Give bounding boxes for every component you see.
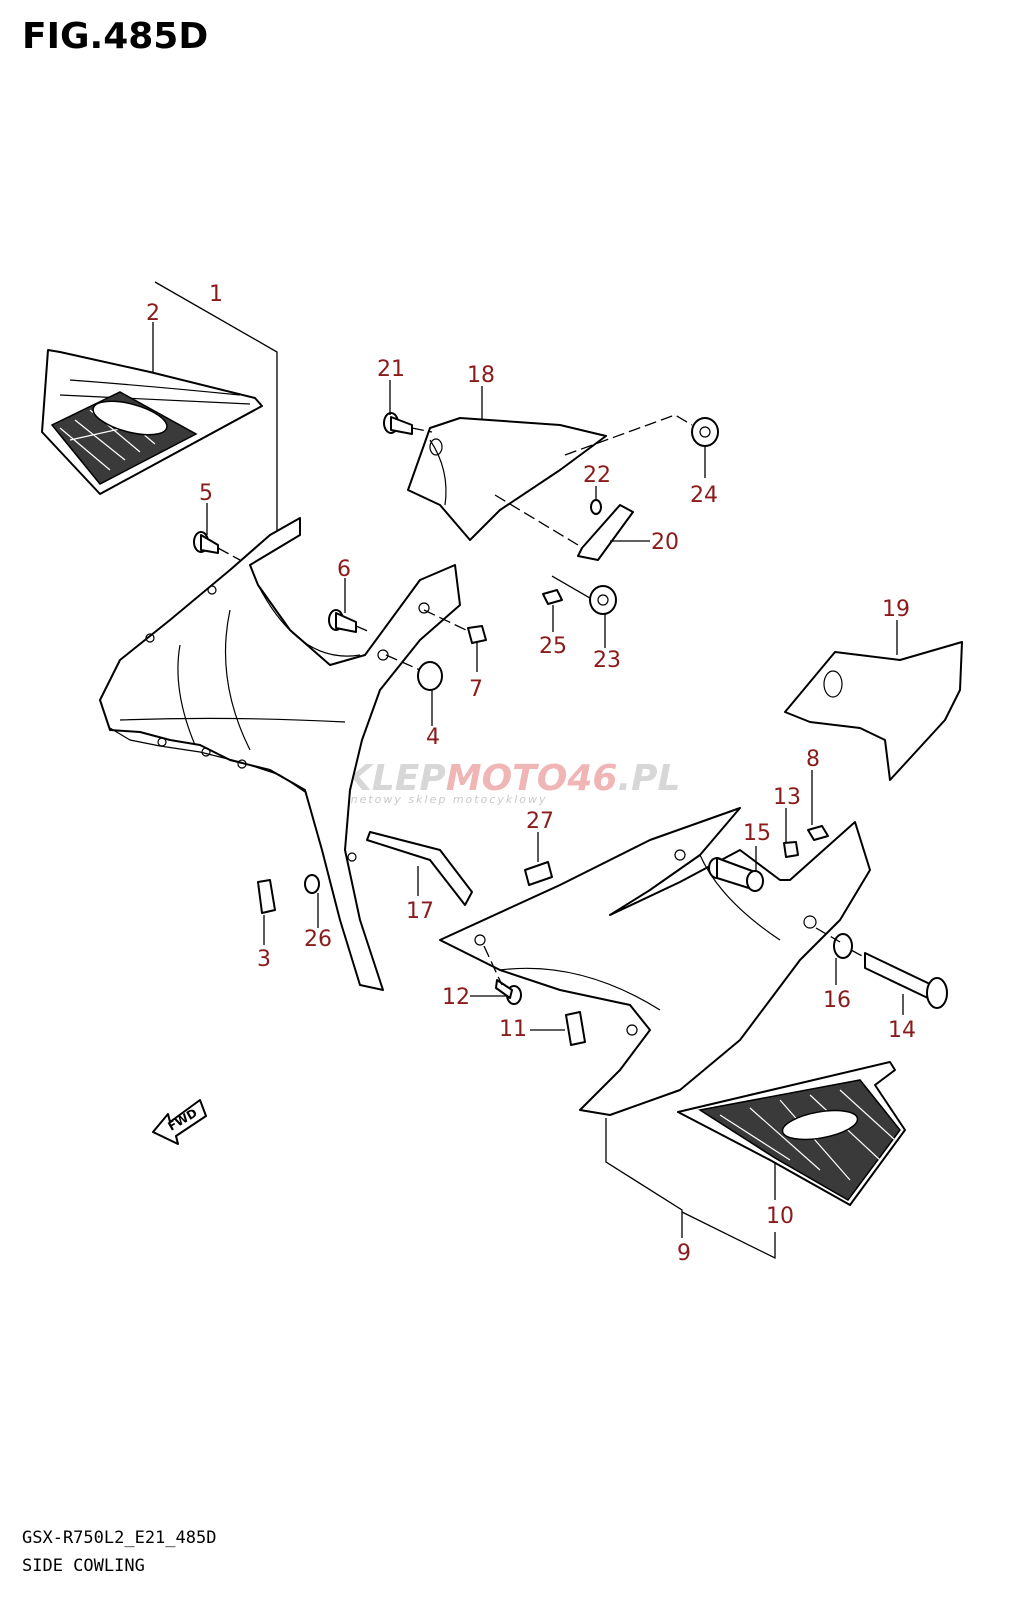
callouts: 1 2 3 4 5 6 7 8 9 10 11 12 13 14 15 16 1… bbox=[146, 282, 916, 1266]
callout-13: 13 bbox=[773, 785, 801, 810]
side-cowling-upper bbox=[99, 517, 461, 991]
decal-lower bbox=[677, 1061, 906, 1206]
callout-3: 3 bbox=[257, 947, 271, 972]
callout-1: 1 bbox=[209, 282, 223, 307]
leader-lines bbox=[152, 281, 904, 1260]
callout-8: 8 bbox=[806, 747, 820, 772]
callout-2: 2 bbox=[146, 301, 160, 326]
callout-4: 4 bbox=[426, 725, 440, 750]
watermark-brand-b: MOTO bbox=[446, 758, 568, 799]
callout-26: 26 bbox=[304, 927, 332, 952]
callout-22: 22 bbox=[583, 463, 611, 488]
callout-12: 12 bbox=[442, 985, 470, 1010]
watermark-brand-c: 46 bbox=[566, 758, 617, 799]
forward-arrow: FWD bbox=[152, 1099, 207, 1145]
callout-14: 14 bbox=[888, 1018, 916, 1043]
callout-21: 21 bbox=[377, 357, 405, 382]
callout-27: 27 bbox=[526, 809, 554, 834]
callout-11: 11 bbox=[499, 1017, 527, 1042]
watermark: SKLEPMOTO46.PL internetowy sklep motocyk… bbox=[315, 758, 680, 806]
upper-inner-cover bbox=[407, 417, 607, 541]
callout-10: 10 bbox=[766, 1204, 794, 1229]
callout-17: 17 bbox=[406, 899, 434, 924]
callout-19: 19 bbox=[882, 597, 910, 622]
grommet-collar bbox=[708, 857, 764, 892]
footer-figure-name: SIDE COWLING bbox=[22, 1556, 145, 1576]
svg-text:SKLEPMOTO46.PL: SKLEPMOTO46.PL bbox=[318, 758, 680, 799]
callout-6: 6 bbox=[337, 557, 351, 582]
callout-5: 5 bbox=[199, 481, 213, 506]
side-cowling-lower bbox=[439, 807, 871, 1116]
callout-16: 16 bbox=[823, 988, 851, 1013]
callout-18: 18 bbox=[467, 363, 495, 388]
callout-23: 23 bbox=[593, 648, 621, 673]
watermark-brand-d: .PL bbox=[617, 758, 680, 799]
callout-25: 25 bbox=[539, 634, 567, 659]
callout-15: 15 bbox=[743, 821, 771, 846]
fasteners bbox=[193, 412, 948, 1046]
callout-7: 7 bbox=[469, 677, 483, 702]
inner-panel-right bbox=[784, 641, 963, 781]
watermark-tagline: internetowy sklep motocyklowy bbox=[315, 793, 548, 806]
trim-strip bbox=[366, 831, 473, 906]
footer-model-code: GSX-R750L2_E21_485D bbox=[22, 1528, 217, 1548]
callout-20: 20 bbox=[651, 530, 679, 555]
decal-upper bbox=[41, 349, 263, 495]
callout-9: 9 bbox=[677, 1241, 691, 1266]
figure-title: FIG.485D bbox=[22, 16, 209, 57]
bracket bbox=[577, 504, 634, 561]
callout-24: 24 bbox=[690, 483, 718, 508]
